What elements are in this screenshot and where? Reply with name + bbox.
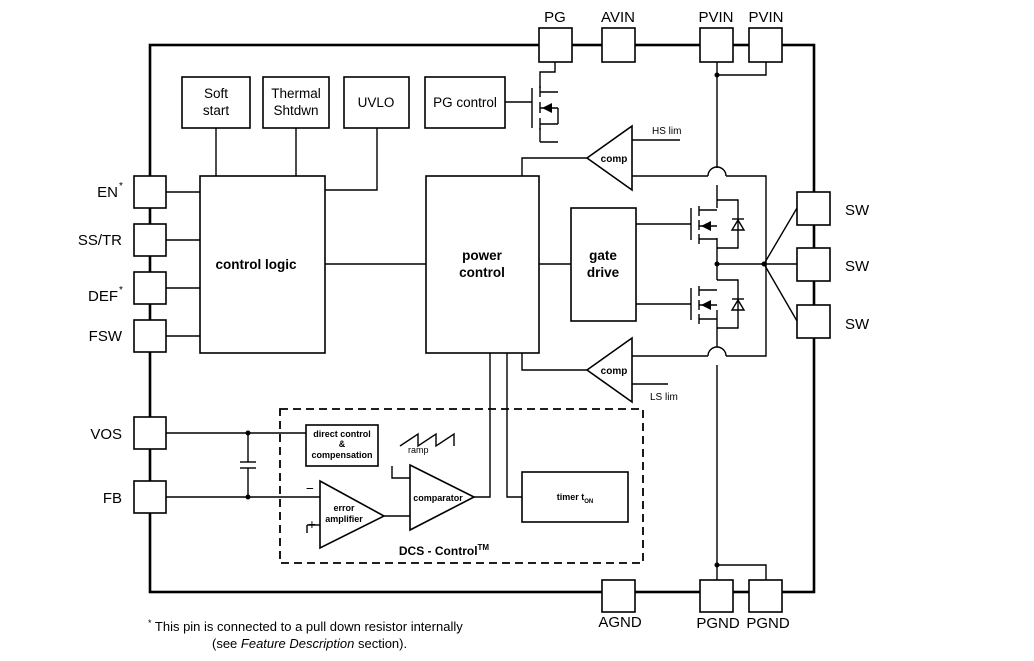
pvin-pin-1 (699, 27, 734, 63)
sstr-pin (133, 223, 167, 257)
gate-drive-label-1: gate (589, 248, 617, 263)
uvlo-label: UVLO (358, 95, 395, 110)
sw-pin-2 (796, 247, 831, 282)
fsw-pin-label: FSW (89, 328, 123, 345)
def-pin (133, 271, 167, 305)
en-pin-label: EN (97, 184, 118, 201)
thermal-label-2: Shtdwn (273, 103, 318, 118)
sstr-pin-label: SS/TR (78, 232, 122, 249)
soft-start-label-2: start (203, 103, 230, 118)
control-logic-block: control logic (199, 175, 326, 354)
sw-pin-3 (796, 304, 831, 339)
high-side-mosfet (690, 199, 746, 249)
wires (166, 45, 798, 580)
dcs-control-region (279, 408, 644, 564)
power-control-label-2: control (459, 265, 505, 280)
pgnd-pin-2 (748, 579, 783, 613)
ramp-waveform (399, 432, 455, 448)
soft-start-block: Soft start (181, 76, 251, 129)
ls-comparator: comp (585, 336, 633, 404)
agnd-pin-label: AGND (598, 614, 642, 631)
error-amp-label-2: amplifier (325, 514, 363, 524)
pg-control-block: PG control (424, 76, 506, 129)
comparator-label: comparator (413, 493, 463, 503)
sw-pin-3-label: SW (845, 316, 870, 333)
direct-control-block: direct control & compensation (305, 424, 379, 467)
control-logic-label: control logic (216, 257, 297, 272)
plus-sign: + (308, 517, 316, 532)
avin-pin-label: AVIN (601, 9, 635, 26)
en-pin-mark: * (119, 181, 123, 192)
minus-sign: − (306, 481, 314, 496)
en-pin (133, 175, 167, 209)
direct-control-label-2: & (339, 439, 346, 449)
timer-block: timer tON (521, 471, 629, 523)
sw-pin-1-label: SW (845, 202, 870, 219)
hs-comp-label: comp (601, 154, 628, 165)
pgnd-pin-1-label: PGND (696, 615, 740, 632)
fsw-pin (133, 319, 167, 353)
pvin-pin-2 (748, 27, 783, 63)
footnote-line-2: (see Feature Description section). (212, 636, 407, 651)
ls-lim-label: LS lim (650, 392, 678, 403)
footnote-line-1: * This pin is connected to a pull down r… (148, 618, 463, 634)
thermal-shutdown-block: Thermal Shtdwn (262, 76, 330, 129)
error-amp-label-1: error (333, 503, 355, 513)
pg-pin-label: PG (544, 9, 566, 26)
dcs-control-label: DCS - ControlTM (399, 543, 490, 558)
uvlo-block: UVLO (343, 76, 410, 129)
pvin-pin-1-label: PVIN (698, 9, 733, 26)
pgnd-pin-2-label: PGND (746, 615, 790, 632)
ls-comp-label: comp (601, 366, 628, 377)
vos-pin-label: VOS (90, 426, 122, 443)
pgnd-pin-1 (699, 579, 734, 613)
def-pin-mark: * (119, 285, 123, 296)
agnd-pin (601, 579, 636, 613)
fb-pin-label: FB (103, 490, 122, 507)
junction-dots (245, 72, 767, 568)
timer-label: timer tON (557, 492, 594, 505)
sw-pin-1 (796, 191, 831, 226)
fb-pin (133, 480, 167, 514)
pvin-pin-2-label: PVIN (748, 9, 783, 26)
pg-pin (538, 27, 573, 63)
hs-comparator: comp (585, 124, 633, 192)
soft-start-label-1: Soft (204, 86, 228, 101)
gate-drive-label-2: drive (587, 265, 620, 280)
error-amplifier: error amplifier − + (306, 479, 386, 550)
vos-pin (133, 416, 167, 450)
power-control-block: power control (425, 175, 540, 354)
pg-mosfet (531, 86, 559, 130)
pg-control-label: PG control (433, 95, 497, 110)
direct-control-label-1: direct control (313, 429, 371, 439)
thermal-label-1: Thermal (271, 86, 321, 101)
sw-pin-2-label: SW (845, 258, 870, 275)
hs-lim-label: HS lim (652, 126, 681, 137)
def-pin-label: DEF (88, 288, 118, 305)
gate-drive-block: gate drive (570, 207, 637, 322)
low-side-mosfet (690, 279, 746, 329)
avin-pin (601, 27, 636, 63)
ramp-label: ramp (408, 445, 429, 455)
pwm-comparator: comparator (409, 463, 476, 532)
direct-control-label-3: compensation (311, 450, 372, 460)
power-control-label-1: power (462, 248, 503, 263)
